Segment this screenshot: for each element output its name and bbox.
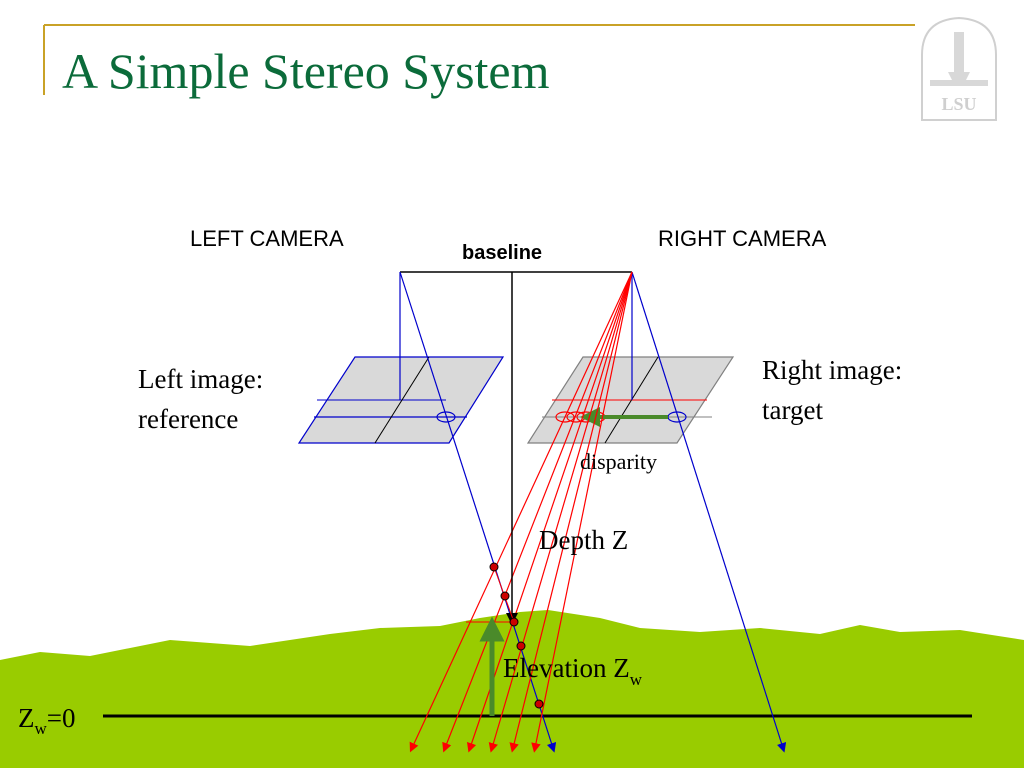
lsu-logo-icon: LSU <box>921 16 997 121</box>
elevation-label-main: Elevation Z <box>503 653 630 683</box>
baseline-label: baseline <box>462 242 542 264</box>
depth-label: Depth Z <box>539 525 628 555</box>
left-image-plane <box>297 356 505 444</box>
left-image-label-line2: reference <box>138 404 238 434</box>
right-camera-rays <box>409 271 787 753</box>
slide-title: A Simple Stereo System <box>62 43 550 99</box>
zw-label-eq: =0 <box>47 703 76 733</box>
right-camera-label: RIGHT CAMERA <box>658 226 827 251</box>
elevation-label: Elevation Zw <box>503 653 643 689</box>
sample-points <box>489 562 544 709</box>
left-camera-rays <box>399 271 557 753</box>
right-image-label-line1: Right image: <box>762 355 902 385</box>
title-accent <box>43 24 915 95</box>
elevation-label-sub: w <box>630 670 643 689</box>
left-image-label-line1: Left image: <box>138 364 263 394</box>
disparity-label: disparity <box>580 449 657 474</box>
ground <box>0 610 1024 768</box>
zw-label-z: Z <box>18 703 35 733</box>
logo-text: LSU <box>941 94 976 114</box>
right-image-plane <box>526 356 735 444</box>
left-camera-label: LEFT CAMERA <box>190 226 344 251</box>
zw-zero-label: Zw=0 <box>18 703 76 738</box>
right-image-label-line2: target <box>762 395 823 425</box>
zw-label-sub: w <box>35 719 48 738</box>
